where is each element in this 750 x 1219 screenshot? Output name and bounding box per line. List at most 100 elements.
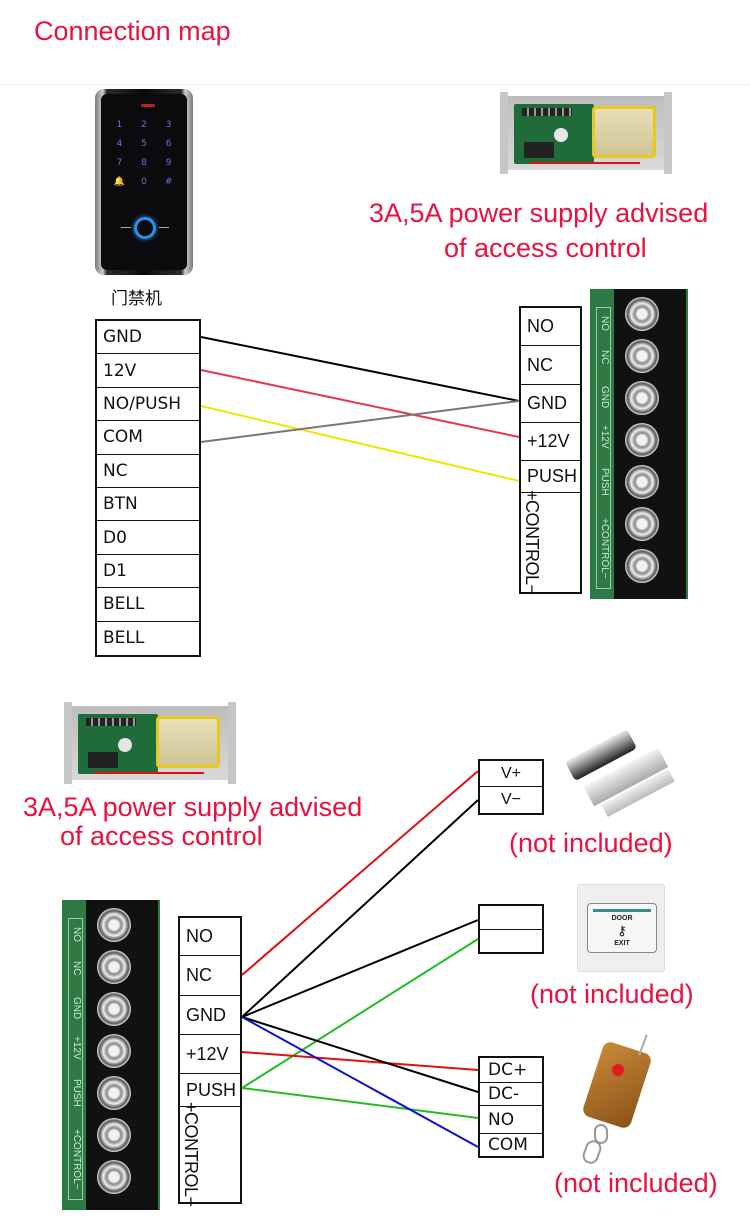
access-keypad-image: 1 2 3 4 5 6 7 8 9 🔔 0 # (95, 89, 193, 275)
fingerprint-sensor-icon (134, 217, 156, 239)
exit-button-face-top: DOOR (611, 915, 633, 922)
remote-terminal: NO (480, 1106, 542, 1134)
controller-terminal: +CONTROL− (522, 490, 542, 595)
board-label: +CONTROL− (71, 1128, 82, 1190)
board-label: NO (599, 315, 610, 331)
bottom-wire-12v-to-dc (241, 1051, 479, 1071)
screw-icon (97, 1034, 131, 1068)
bottom-wire-push-to-no (241, 1087, 479, 1119)
screw-icon (97, 1118, 131, 1152)
key: 7 (116, 158, 123, 168)
controller-terminal: NC (521, 346, 580, 385)
exit-button-image: DOOR ⚷ EXIT (577, 884, 665, 972)
top-wire-12v-to-12v (200, 369, 520, 438)
remote-button-icon (612, 1064, 624, 1076)
transformer-icon (592, 106, 656, 158)
terminal-block-image: NO NC GND +12V PUSH +CONTROL− (590, 289, 688, 599)
keypad-terminal: BELL (97, 588, 199, 622)
exit-button-face-bottom: EXIT (614, 940, 630, 947)
key: 6 (165, 139, 172, 149)
keypad-terminal: D1 (97, 555, 199, 589)
keypad-grid: 1 2 3 4 5 6 7 8 9 🔔 0 # (107, 120, 181, 187)
remote-not-included: (not included) (554, 1168, 718, 1198)
board-label: +12V (599, 425, 610, 449)
key: 8 (141, 158, 147, 168)
board-label: GND (599, 385, 610, 409)
controller-terminal-table-2: NO NC GND +12V PUSH +CONTROL− (178, 916, 242, 1207)
screw-icon (625, 381, 659, 415)
board-label: +12V (71, 1036, 82, 1060)
key: 0 (141, 177, 147, 187)
screw-icon (97, 1076, 131, 1110)
board-label: +CONTROL− (599, 517, 610, 579)
controller-terminal: +12V (180, 1035, 240, 1074)
remote-terminal: DC+ (480, 1058, 542, 1083)
key-icon: ⚷ (617, 923, 627, 938)
screw-icon (625, 339, 659, 373)
bottom-wire-gnd-to-dc (241, 1016, 479, 1093)
key: 2 (141, 120, 147, 130)
top-wire-com-to-gnd (200, 400, 520, 443)
power-supply-caption-line2: of access control (444, 233, 647, 263)
keypad-terminal: NO/PUSH (97, 388, 199, 422)
transformer-icon (156, 716, 220, 768)
controller-terminal: +CONTROL− (181, 1102, 201, 1207)
controller-terminal: GND (180, 996, 240, 1035)
controller-terminal: NO (180, 918, 240, 956)
lock-not-included: (not included) (509, 828, 673, 858)
keypad-terminal: COM (97, 421, 199, 455)
indicator-led-icon (141, 104, 155, 107)
lock-terminal-box: V+ V− (478, 759, 544, 815)
keypad-terminal: GND (97, 321, 199, 355)
exit-button-terminal-box (478, 904, 544, 954)
key: 1 (116, 120, 123, 130)
keypad-label: 门禁机 (111, 289, 162, 309)
controller-terminal: PUSH (180, 1074, 240, 1107)
screw-icon (97, 908, 131, 942)
screw-icon (97, 1160, 131, 1194)
fingerprint-bracket-right (159, 227, 169, 228)
board-label: NO (71, 926, 82, 942)
exit-button-not-included: (not included) (530, 979, 694, 1009)
controller-terminal: NC (180, 956, 240, 996)
bottom-wire-nc-to-v (241, 770, 479, 976)
keypad-terminal: 12V (97, 354, 199, 388)
board-label: PUSH (599, 468, 610, 496)
screw-icon (625, 423, 659, 457)
controller-terminal: NO (521, 308, 580, 346)
remote-terminal: COM (488, 1135, 528, 1155)
keypad-terminal: NC (97, 455, 199, 488)
screw-icon (625, 465, 659, 499)
exit-button-terminal (480, 906, 542, 930)
screw-icon (625, 297, 659, 331)
keypad-terminal: D0 (97, 521, 199, 555)
board-label: NC (71, 960, 82, 976)
board-label: GND (71, 996, 82, 1020)
controller-terminal: GND (521, 385, 580, 423)
lock-terminal: V− (500, 791, 521, 808)
keypad-terminal-table: GND 12V NO/PUSH COM NC BTN D0 D1 BELL BE… (95, 319, 201, 657)
bottom-wire-gnd-to-exitbuttontop (241, 919, 479, 1018)
key: 4 (116, 139, 123, 149)
divider (0, 84, 750, 85)
terminal-block-image-2: NO NC GND +12V PUSH +CONTROL− (62, 900, 160, 1210)
keypad-terminal: BELL (103, 628, 145, 649)
bottom-wire-push-to-exitbuttonbottom (241, 938, 479, 1089)
key: 5 (141, 139, 147, 149)
controller-terminal: PUSH (521, 461, 580, 493)
power-supply-image (500, 92, 672, 174)
top-wire-nopush-to-push (200, 405, 520, 482)
power-supply-caption-2-line2: of access control (60, 821, 263, 851)
bottom-wire-gnd-to-v (241, 799, 479, 1018)
board-label: PUSH (71, 1079, 82, 1107)
controller-terminal-table: NO NC GND +12V PUSH +CONTROL− (519, 306, 582, 595)
lock-terminal: V+ (480, 761, 542, 787)
screw-icon (625, 549, 659, 583)
bottom-wire-gnd-to-com (241, 1016, 479, 1148)
remote-terminal-box: DC+ DC- NO COM (478, 1056, 544, 1158)
key: 3 (165, 120, 172, 130)
screw-icon (97, 992, 131, 1026)
top-wire-gnd-to-gnd (200, 336, 520, 402)
key: # (164, 177, 173, 187)
